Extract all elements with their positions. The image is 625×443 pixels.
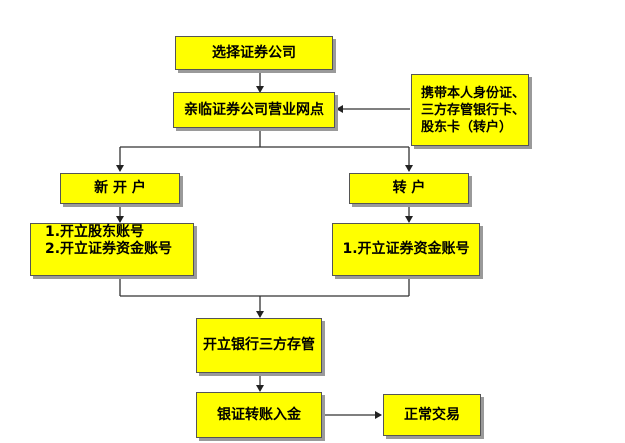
documents-box: 携带本人身份证、 三方存管银行卡、 股东卡（转户） bbox=[411, 74, 529, 146]
step-visit-branch: 亲临证券公司营业网点 bbox=[173, 92, 335, 128]
new-account-steps: 1.开立股东账号 2.开立证券资金账号 bbox=[30, 223, 194, 276]
new-account-title: 新 开 户 bbox=[60, 173, 180, 204]
new-account-step-1: 1.开立股东账号 bbox=[45, 224, 145, 240]
transfer-step-1: 1.开立证券资金账号 bbox=[342, 241, 470, 257]
step-deposit: 银证转账入金 bbox=[196, 392, 322, 438]
step-bank-custody: 开立银行三方存管 bbox=[196, 318, 322, 373]
transfer-title: 转 户 bbox=[349, 173, 469, 204]
new-account-step-2: 2.开立证券资金账号 bbox=[45, 241, 173, 257]
new-account-title-label: 新 开 户 bbox=[94, 180, 146, 196]
transfer-steps: 1.开立证券资金账号 bbox=[332, 223, 480, 276]
step-visit-branch-label: 亲临证券公司营业网点 bbox=[184, 101, 324, 118]
transfer-title-label: 转 户 bbox=[392, 180, 426, 196]
step-trade: 正常交易 bbox=[383, 394, 481, 436]
step-deposit-label: 银证转账入金 bbox=[217, 406, 301, 423]
documents-line-1: 携带本人身份证、 bbox=[421, 85, 526, 101]
step-trade-label: 正常交易 bbox=[404, 406, 460, 423]
documents-line-2: 三方存管银行卡、 bbox=[421, 102, 526, 118]
step-select-broker-label: 选择证券公司 bbox=[212, 44, 296, 61]
step-bank-custody-label: 开立银行三方存管 bbox=[203, 337, 315, 353]
documents-line-3: 股东卡（转户） bbox=[421, 119, 513, 135]
step-select-broker: 选择证券公司 bbox=[175, 36, 333, 70]
